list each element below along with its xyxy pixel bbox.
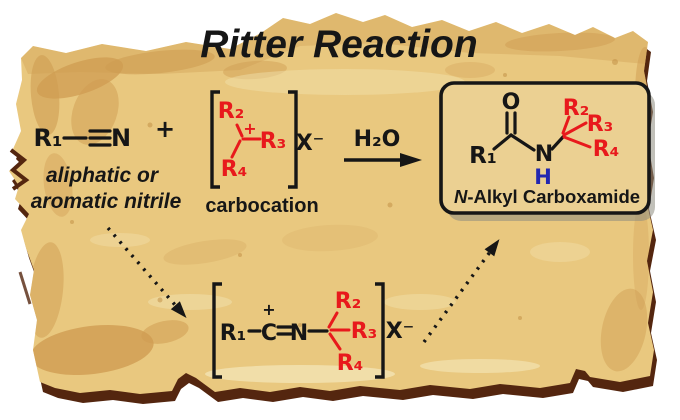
intermediate-charge: +	[262, 300, 275, 319]
product-r4: R₄	[593, 137, 620, 162]
carbocation-bracket-right	[288, 90, 298, 189]
nitrile-structure: R₁ N aliphatic or aromatic nitrile	[31, 124, 182, 213]
carbocation-counterion: X⁻	[296, 131, 325, 156]
reaction-arrow: H₂O	[344, 127, 422, 167]
product-r2: R₂	[563, 96, 590, 121]
h2o-label: H₂O	[354, 127, 401, 152]
carbocation-r3: R₃	[260, 129, 287, 154]
nitrile-bonds	[62, 129, 112, 147]
product-box: O R₁ N H R₂ R₃ R₄ N-Alkyl Carboxamide	[439, 81, 655, 221]
dashed-arrow-right	[422, 239, 500, 344]
intermediate-bracket-right	[375, 282, 385, 379]
parchment-left-crease	[18, 271, 32, 305]
product-box-frame	[439, 81, 651, 215]
product-r1: R₁	[469, 143, 497, 169]
intermediate-structure: R₁ C + N R₂ R₃ R₄ X⁻	[212, 282, 415, 379]
intermediate-r1: R₁	[220, 321, 247, 346]
product-n: N	[535, 142, 553, 167]
intermediate-c: C	[261, 321, 277, 346]
carbocation-bonds	[230, 123, 262, 159]
carbocation-r4: R₄	[221, 157, 248, 182]
carbocation-label: carbocation	[205, 195, 318, 217]
nitrile-n: N	[111, 124, 131, 152]
carbocation-r2: R₂	[218, 99, 245, 124]
carbocation-charge: +	[243, 119, 256, 138]
product-label-n: N	[454, 186, 468, 207]
carbocation-structure: R₂ + R₃ R₄ X⁻ carbocation	[205, 90, 325, 217]
carbocation-bracket-left	[210, 90, 220, 189]
page-title: Ritter Reaction	[200, 23, 477, 66]
product-label: N-Alkyl Carboxamide	[454, 186, 640, 207]
intermediate-r4: R₄	[337, 351, 364, 376]
product-h: H	[534, 165, 552, 189]
nitrile-r1: R₁	[34, 124, 63, 152]
plus-sign: +	[155, 115, 175, 143]
product-label-rest: -Alkyl Carboxamide	[467, 186, 640, 207]
intermediate-n: N	[290, 321, 308, 346]
parchment-left-tear	[9, 148, 30, 191]
intermediate-bracket-left	[212, 282, 222, 379]
intermediate-bonds	[247, 311, 351, 351]
intermediate-r2: R₂	[335, 289, 362, 314]
product-bonds	[492, 111, 592, 152]
product-r3: R₃	[587, 112, 614, 137]
nitrile-description-line2: aromatic nitrile	[31, 190, 182, 213]
intermediate-r3: R₃	[351, 319, 378, 344]
nitrile-description-line1: aliphatic or	[46, 164, 160, 187]
intermediate-counterion: X⁻	[386, 319, 415, 344]
product-o: O	[502, 90, 521, 115]
